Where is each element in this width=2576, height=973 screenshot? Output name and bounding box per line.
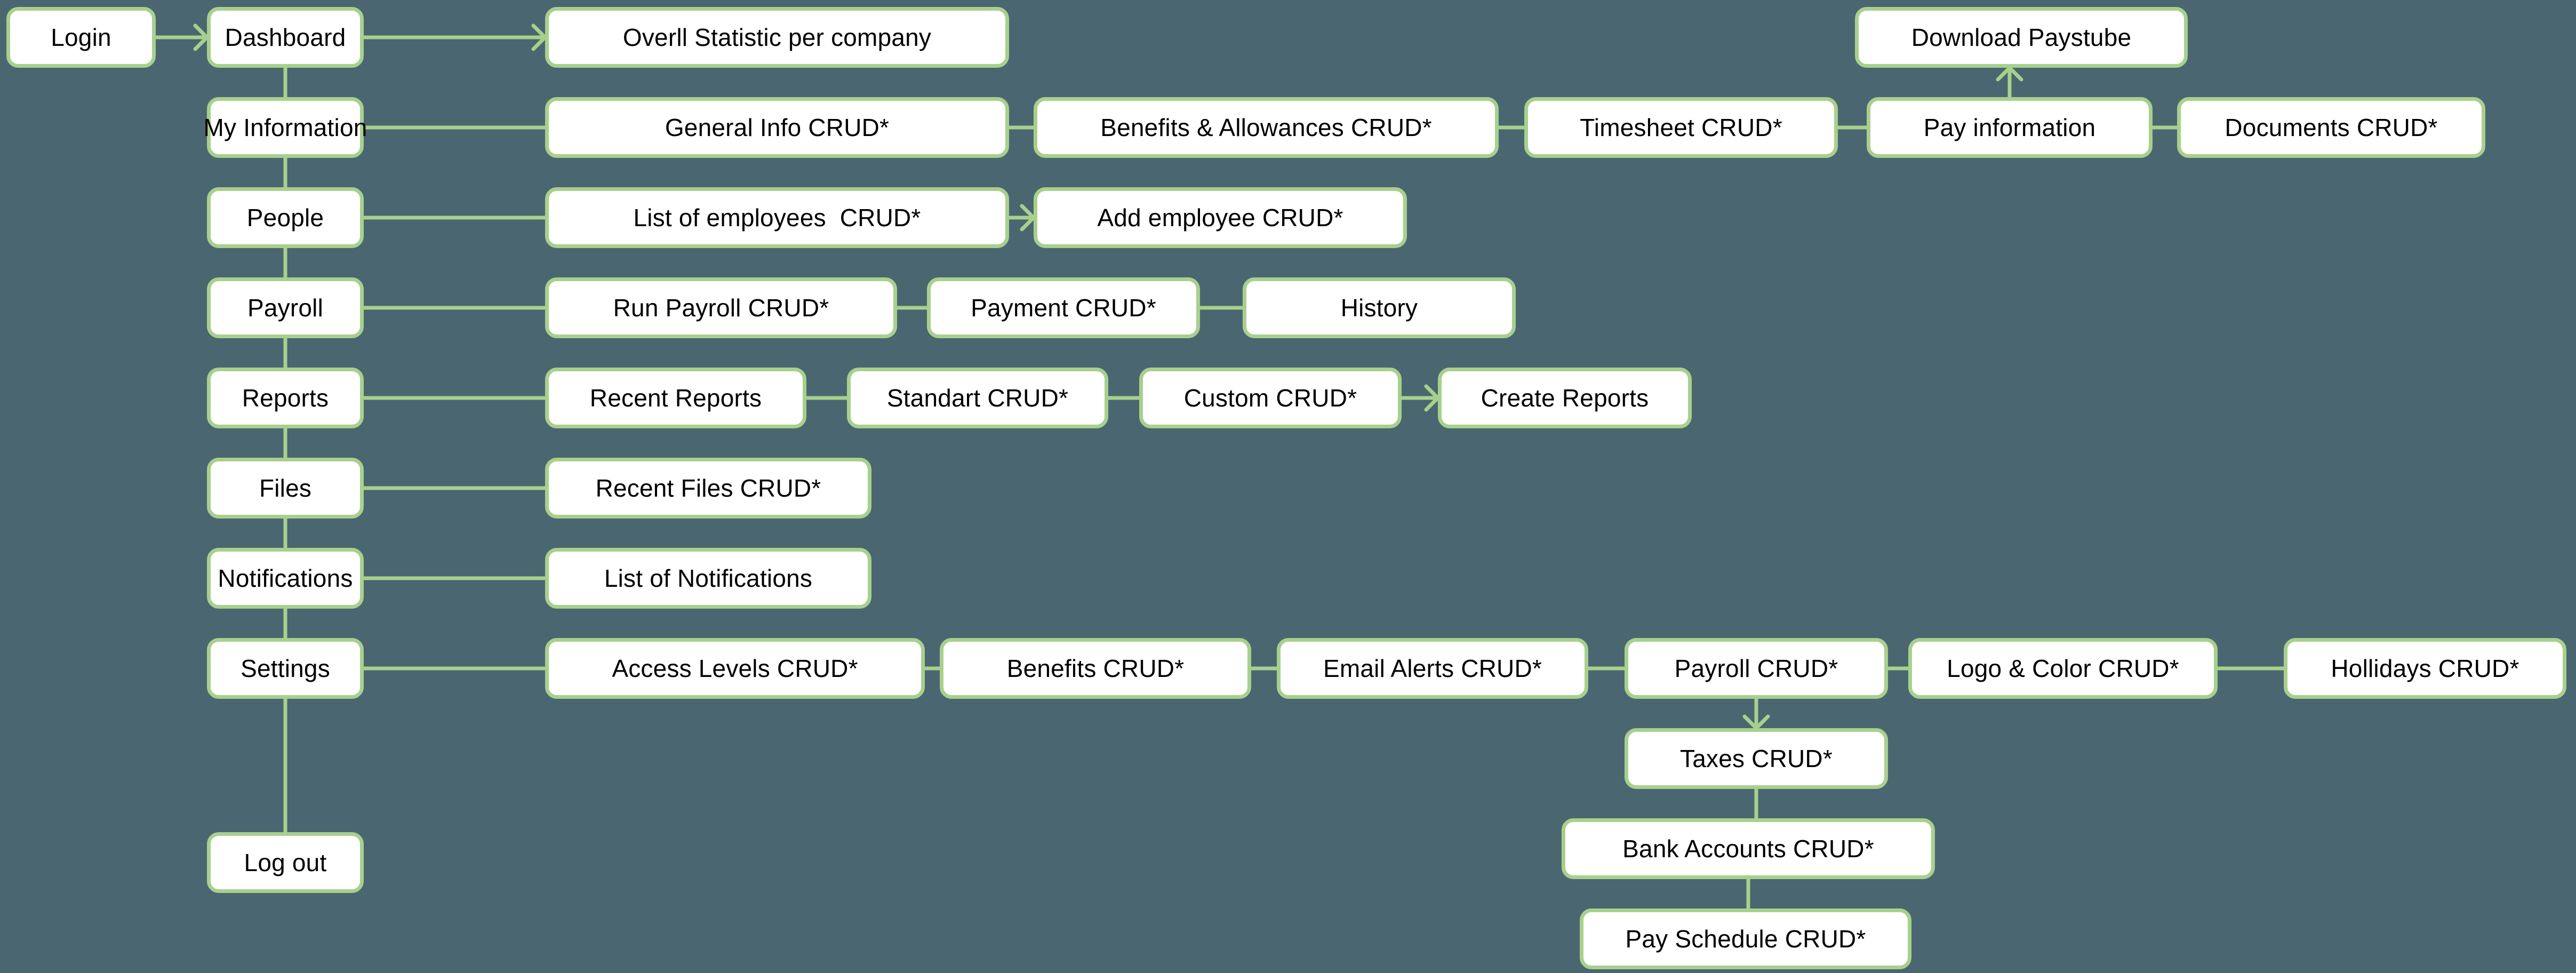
node-label: Pay Schedule CRUD* bbox=[1625, 924, 1866, 953]
node-label: General Info CRUD* bbox=[665, 113, 890, 141]
node-label: Access Levels CRUD* bbox=[612, 654, 858, 682]
node-pay-information[interactable]: Pay information bbox=[1867, 97, 2153, 158]
node-hollidays[interactable]: Hollidays CRUD* bbox=[2284, 638, 2566, 699]
node-label: Bank Accounts CRUD* bbox=[1622, 834, 1874, 863]
node-label: Settings bbox=[241, 654, 330, 682]
node-bank-accounts[interactable]: Bank Accounts CRUD* bbox=[1562, 818, 1935, 879]
node-label: People bbox=[246, 203, 324, 232]
node-label: Benefits & Allowances CRUD* bbox=[1100, 113, 1432, 141]
node-log-out[interactable]: Log out bbox=[207, 832, 364, 893]
node-label: Timesheet CRUD* bbox=[1580, 113, 1782, 141]
edge-list-of-employees-to-add-employee bbox=[1009, 204, 1036, 232]
node-timesheet[interactable]: Timesheet CRUD* bbox=[1524, 97, 1838, 158]
node-label: Custom CRUD* bbox=[1183, 384, 1357, 412]
node-label: Overll Statistic per company bbox=[622, 23, 932, 51]
node-benefits-allowances[interactable]: Benefits & Allowances CRUD* bbox=[1034, 97, 1499, 158]
node-label: Logo & Color CRUD* bbox=[1947, 654, 2179, 682]
node-label: List of Notifications bbox=[604, 564, 813, 592]
node-dashboard[interactable]: Dashboard bbox=[207, 7, 364, 68]
node-label: Download Paystube bbox=[1911, 23, 2132, 51]
node-overall-statistic[interactable]: Overll Statistic per company bbox=[545, 7, 1009, 68]
node-label: Standart CRUD* bbox=[886, 384, 1069, 412]
node-my-information[interactable]: My Information bbox=[203, 97, 367, 158]
node-label: Payment CRUD* bbox=[971, 293, 1156, 322]
edge-custom-to-create-reports bbox=[1402, 384, 1440, 412]
node-logo-color[interactable]: Logo & Color CRUD* bbox=[1908, 638, 2218, 699]
node-label: Run Payroll CRUD* bbox=[613, 293, 829, 322]
node-label: Recent Reports bbox=[589, 384, 762, 412]
node-files[interactable]: Files bbox=[207, 458, 364, 519]
node-access-levels[interactable]: Access Levels CRUD* bbox=[545, 638, 925, 699]
node-notifications[interactable]: Notifications bbox=[207, 548, 364, 609]
node-people[interactable]: People bbox=[207, 187, 364, 248]
node-label: Benefits CRUD* bbox=[1006, 654, 1185, 682]
node-documents[interactable]: Documents CRUD* bbox=[2177, 97, 2485, 158]
node-label: Email Alerts CRUD* bbox=[1323, 654, 1542, 682]
arrow-head bbox=[1996, 66, 2023, 82]
node-label: Reports bbox=[242, 384, 329, 412]
node-reports[interactable]: Reports bbox=[207, 368, 364, 428]
node-add-employee[interactable]: Add employee CRUD* bbox=[1034, 187, 1407, 248]
node-label: Add employee CRUD* bbox=[1097, 203, 1343, 232]
arrow-head bbox=[1020, 204, 1036, 232]
node-label: Documents CRUD* bbox=[2225, 113, 2438, 141]
node-label: Files bbox=[259, 474, 312, 502]
node-label: Recent Files CRUD* bbox=[595, 474, 821, 502]
edge-pay-information-to-download-paystube bbox=[1996, 66, 2023, 97]
node-general-info[interactable]: General Info CRUD* bbox=[545, 97, 1009, 158]
node-label: Dashboard bbox=[225, 23, 346, 51]
edge-dashboard-to-overall-statistic bbox=[364, 23, 547, 51]
arrow-head bbox=[1742, 714, 1770, 730]
node-list-of-employees[interactable]: List of employees CRUD* bbox=[545, 187, 1009, 248]
edge-login-to-dashboard bbox=[156, 23, 209, 51]
node-label: Notifications bbox=[218, 564, 353, 592]
node-payroll[interactable]: Payroll bbox=[207, 277, 364, 338]
node-label: My Information bbox=[203, 113, 367, 141]
node-label: History bbox=[1340, 293, 1418, 322]
node-label: Create Reports bbox=[1481, 384, 1649, 412]
arrow-head bbox=[1424, 384, 1440, 412]
node-recent-reports[interactable]: Recent Reports bbox=[545, 368, 806, 428]
node-download-paystube[interactable]: Download Paystube bbox=[1855, 7, 2188, 68]
node-recent-files[interactable]: Recent Files CRUD* bbox=[545, 458, 871, 519]
node-history[interactable]: History bbox=[1243, 277, 1516, 338]
node-settings[interactable]: Settings bbox=[207, 638, 364, 699]
node-standart[interactable]: Standart CRUD* bbox=[847, 368, 1108, 428]
node-label: Pay information bbox=[1923, 113, 2096, 141]
node-payment[interactable]: Payment CRUD* bbox=[927, 277, 1200, 338]
node-list-of-notifications[interactable]: List of Notifications bbox=[545, 548, 871, 609]
node-label: List of employees CRUD* bbox=[633, 203, 921, 232]
node-label: Log out bbox=[244, 848, 327, 876]
node-run-payroll[interactable]: Run Payroll CRUD* bbox=[545, 277, 897, 338]
node-label: Hollidays CRUD* bbox=[2331, 654, 2519, 682]
node-email-alerts[interactable]: Email Alerts CRUD* bbox=[1277, 638, 1588, 699]
node-login[interactable]: Login bbox=[6, 7, 156, 68]
node-taxes[interactable]: Taxes CRUD* bbox=[1625, 728, 1888, 789]
node-label: Taxes CRUD* bbox=[1680, 744, 1833, 772]
node-benefits[interactable]: Benefits CRUD* bbox=[940, 638, 1251, 699]
node-pay-schedule[interactable]: Pay Schedule CRUD* bbox=[1580, 908, 1911, 969]
node-label: Payroll bbox=[247, 293, 323, 322]
arrow-head bbox=[193, 23, 209, 51]
node-label: Login bbox=[51, 23, 111, 51]
arrow-head bbox=[531, 23, 547, 51]
edge-payroll-settings-to-taxes bbox=[1742, 699, 1770, 730]
node-custom[interactable]: Custom CRUD* bbox=[1139, 368, 1402, 428]
node-label: Payroll CRUD* bbox=[1674, 654, 1838, 682]
node-create-reports[interactable]: Create Reports bbox=[1438, 368, 1692, 428]
node-payroll-settings[interactable]: Payroll CRUD* bbox=[1625, 638, 1888, 699]
